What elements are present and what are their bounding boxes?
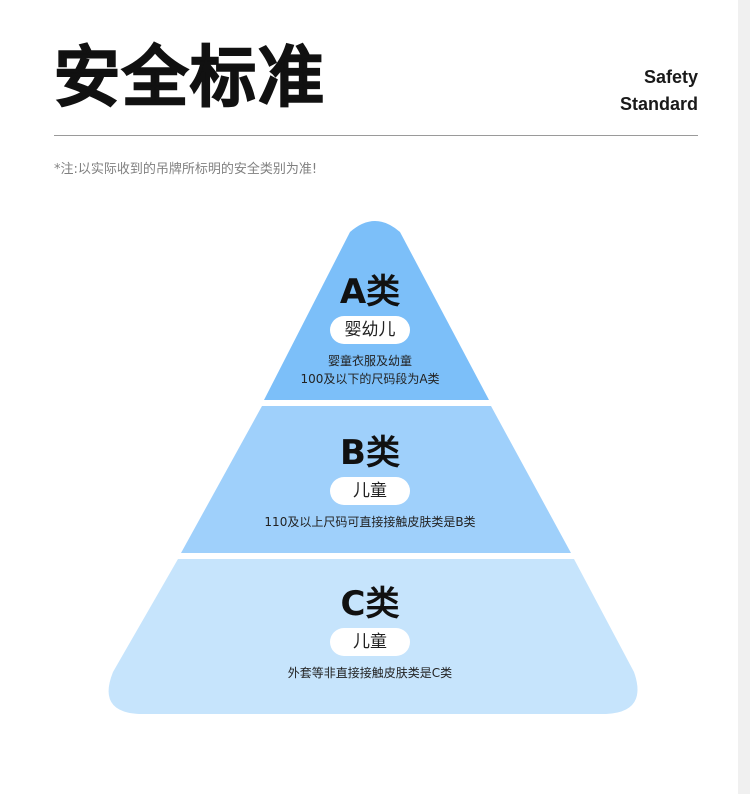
tier-b-description: 110及以上尺码可直接接触皮肤类是B类 [264,515,476,529]
tier-a-shape [264,221,489,400]
header-divider [54,135,698,136]
tier-a: A类 婴幼儿 婴童衣服及幼童 100及以下的尺码段为A类 [0,272,740,388]
tier-c: C类 儿童 外套等非直接接触皮肤类是C类 [0,584,740,682]
subtitle-line-1: Safety [643,67,698,87]
tier-c-description: 外套等非直接接触皮肤类是C类 [287,666,453,680]
tier-c-label: C类 [340,584,400,624]
page-title: 安全标准 [53,38,326,117]
tier-b-label: B类 [340,433,400,473]
right-edge-strip [738,0,750,794]
tier-a-description-line-2: 100及以下的尺码段为A类 [300,372,440,386]
tier-a-audience-badge: 婴幼儿 [330,316,410,344]
tier-b: B类 儿童 110及以上尺码可直接接触皮肤类是B类 [0,433,740,531]
disclaimer-note: *注:以实际收到的吊牌所标明的安全类别为准! [54,162,318,177]
tier-a-label: A类 [339,272,401,312]
page-subtitle: Safety Standard [620,64,698,118]
subtitle-line-2: Standard [619,94,698,114]
tier-b-audience-badge: 儿童 [330,477,410,505]
tier-a-description-line-1: 婴童衣服及幼童 [327,354,412,368]
tier-c-audience-badge: 儿童 [330,628,410,656]
